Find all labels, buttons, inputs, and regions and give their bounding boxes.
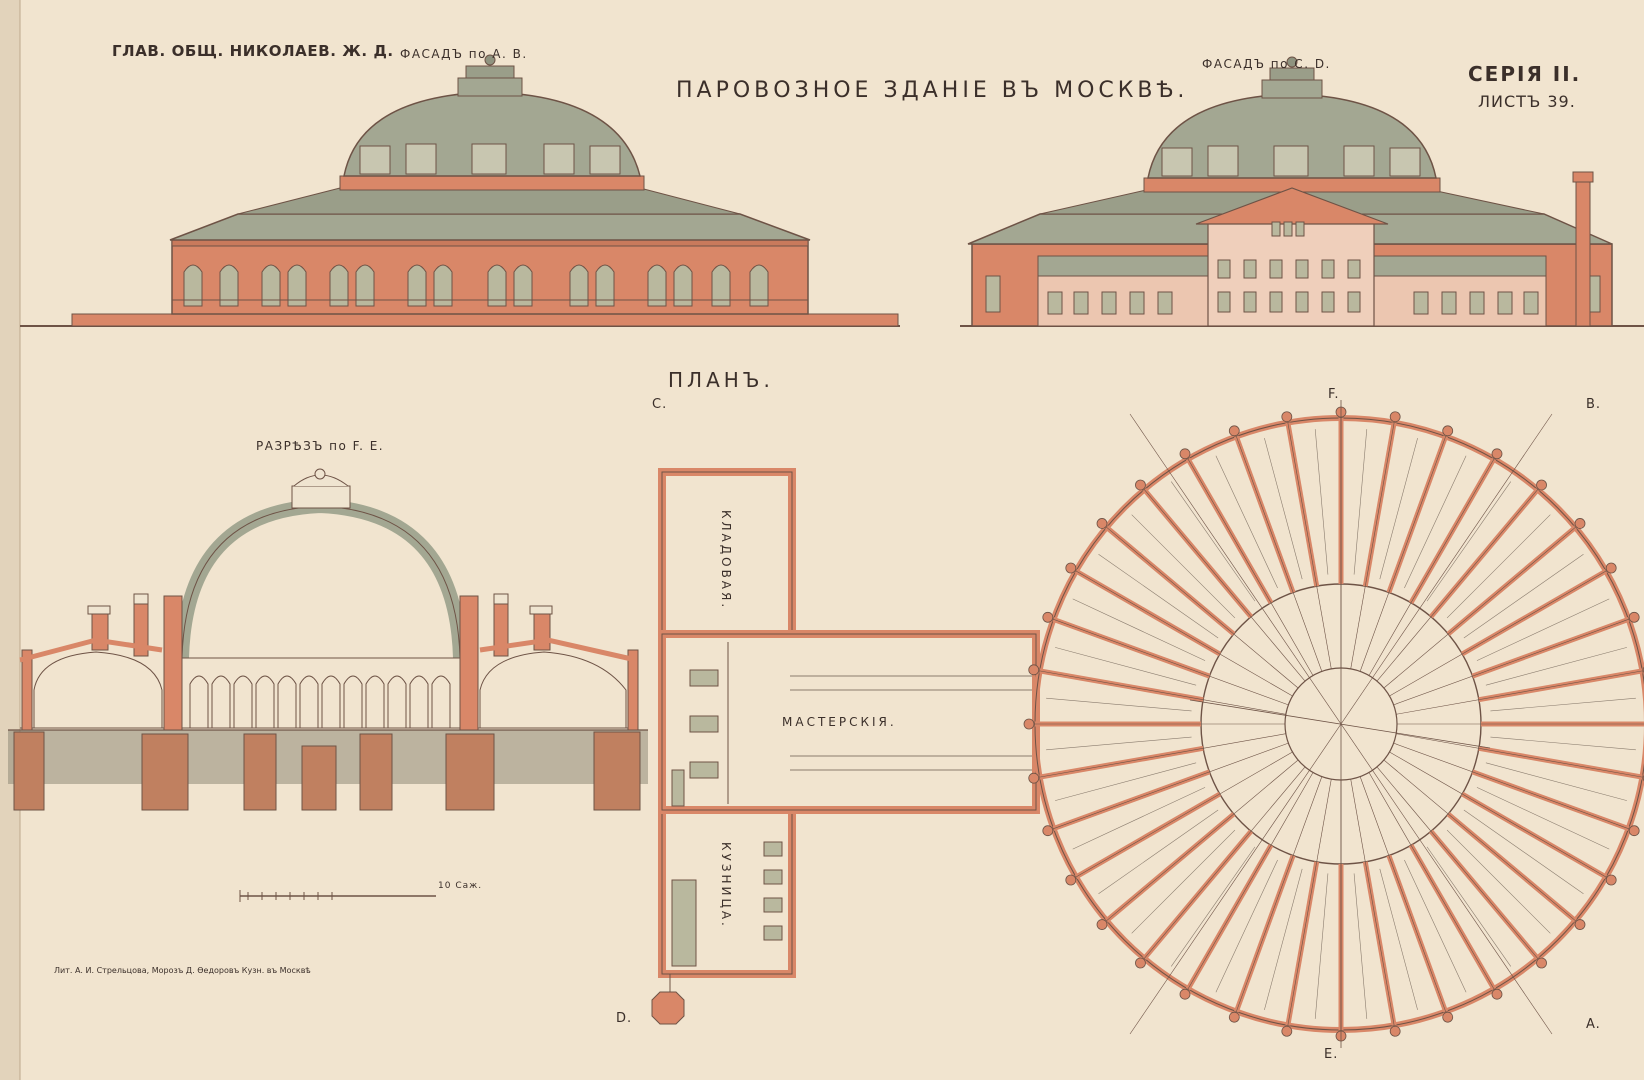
dome-section <box>175 498 467 659</box>
lithographer-imprint: Лит. А. И. Стрельцова, Морозъ Д. Ѳедоров… <box>54 966 311 975</box>
point-a-label: A. <box>1586 1017 1601 1032</box>
ground-plinth <box>71 313 899 327</box>
smithy-label: КУЗНИЦА. <box>719 842 733 929</box>
lower-roof <box>169 213 811 241</box>
point-e-label: E. <box>1324 1047 1339 1062</box>
series-label: СЕРІЯ II. <box>1468 62 1582 86</box>
facade-cd <box>960 56 1644 327</box>
point-b-label: B. <box>1586 397 1602 412</box>
railway-name: ГЛАВ. ОБЩ. НИКОЛАЕВ. Ж. Д. <box>112 42 394 60</box>
section-caption: РАЗРѢЗЪ по F. E. <box>256 439 385 453</box>
plan <box>651 400 1644 1048</box>
facade-cd-caption: ФАСАДЪ по С. D. <box>1202 57 1331 71</box>
point-c-label: C. <box>652 397 668 412</box>
plan-caption: ПЛАНЪ. <box>668 368 774 392</box>
central-block <box>1207 221 1375 327</box>
sheet-number: ЛИСТЪ 39. <box>1478 92 1576 111</box>
point-f-label: F. <box>1328 387 1340 402</box>
facade-ab <box>20 54 900 327</box>
chimney <box>1575 179 1591 327</box>
point-d-label: D. <box>616 1011 633 1026</box>
page-title: ПАРОВОЗНОЕ ЗДАНІЕ ВЪ МОСКВѢ. <box>676 78 1189 103</box>
scale-bar <box>239 890 436 902</box>
binding-edge <box>0 0 20 1080</box>
scale-unit: 10 Саж. <box>438 881 483 891</box>
facade-ab-caption: ФАСАДЪ по А. В. <box>400 47 528 61</box>
storage-label: КЛАДОВАЯ. <box>719 510 733 611</box>
workshop-label: МАСТЕРСКІЯ. <box>782 715 897 729</box>
section-fe <box>8 468 648 902</box>
